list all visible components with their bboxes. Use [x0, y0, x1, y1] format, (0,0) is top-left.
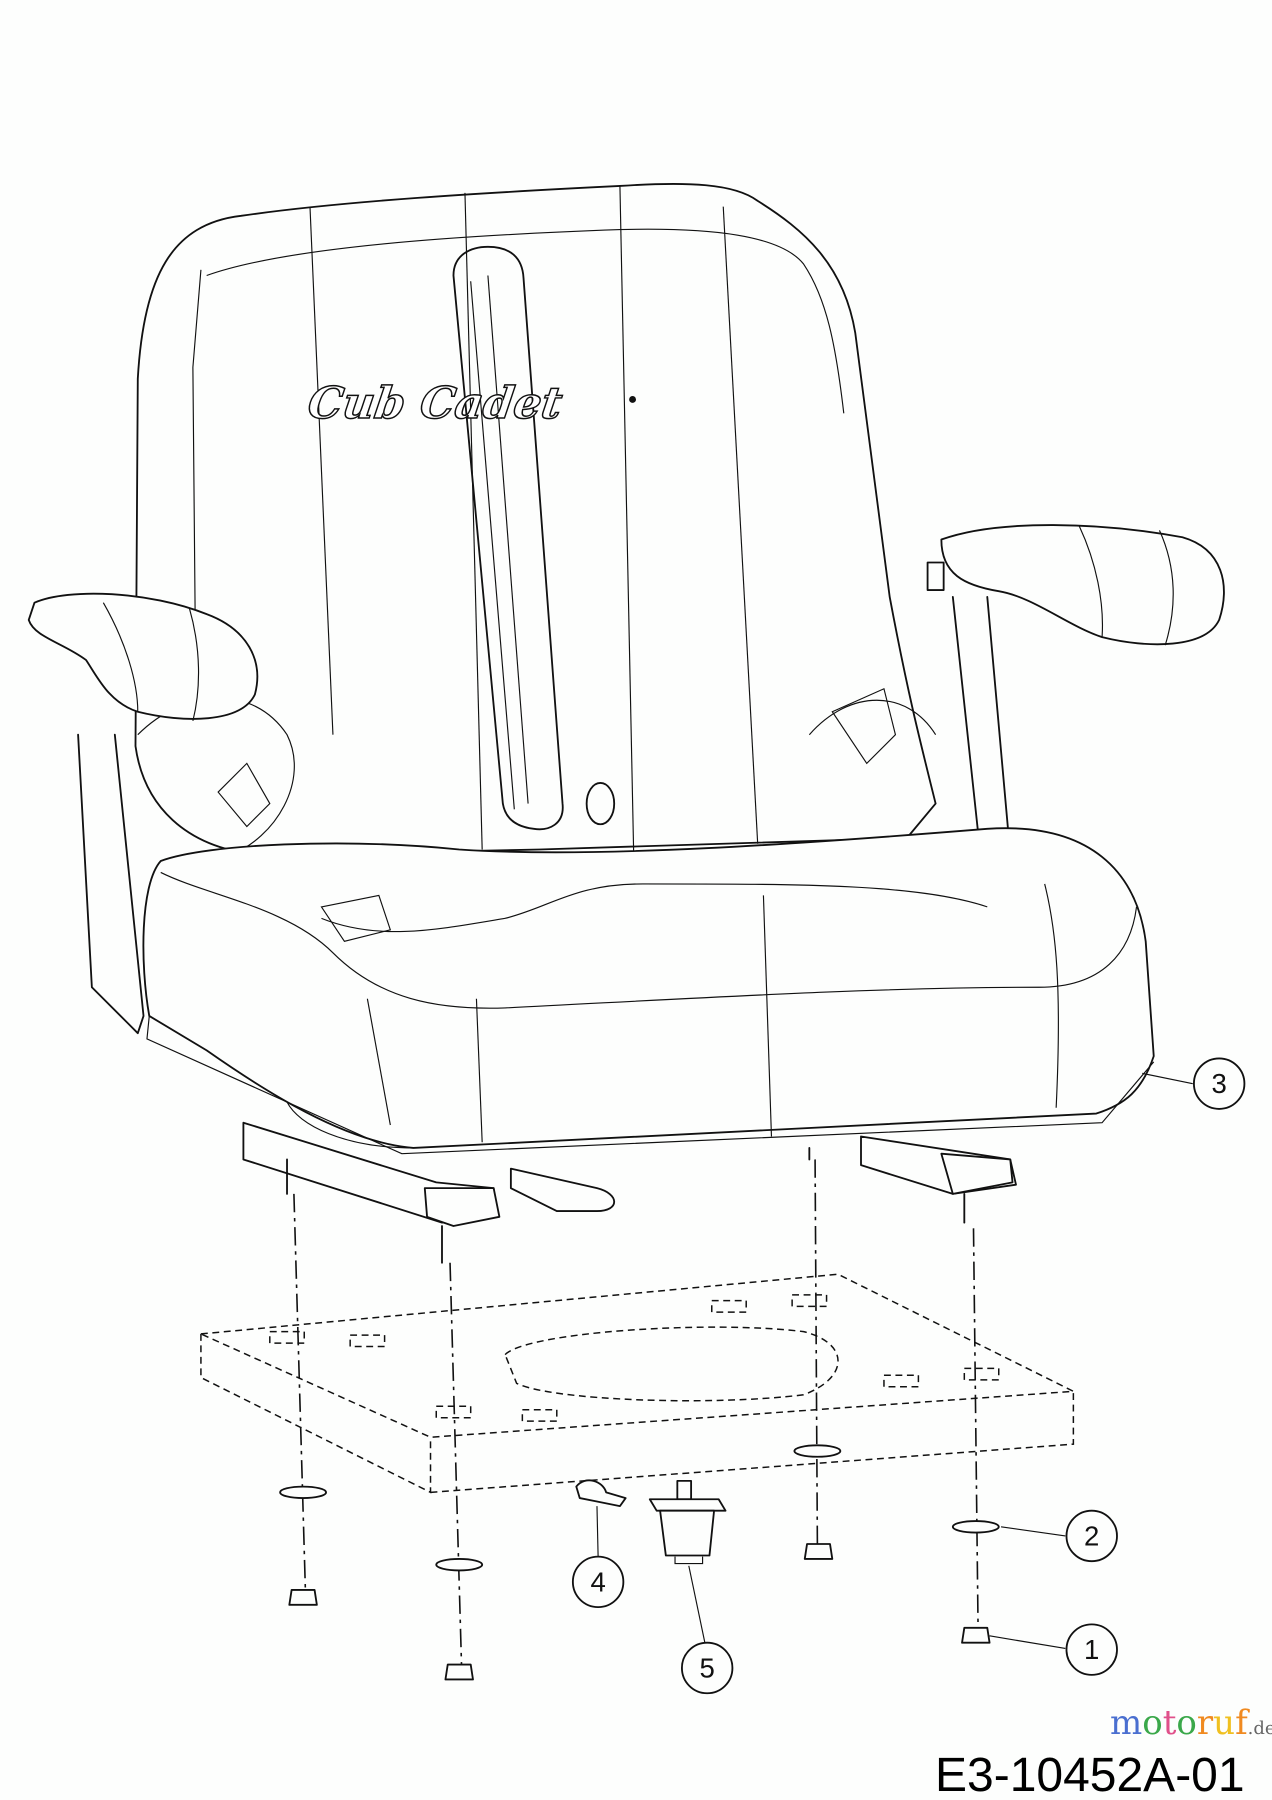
- callout-4: 4: [571, 1506, 625, 1609]
- watermark-logo: motoruf.de: [1110, 1703, 1272, 1743]
- svg-text:3: 3: [1211, 1068, 1226, 1099]
- callout-3: 3: [1142, 1057, 1246, 1110]
- svg-text:4: 4: [590, 1566, 605, 1597]
- assembly-centerlines: [293, 1159, 979, 1665]
- seat-backrest: Cub Cadet: [134, 183, 937, 857]
- mounting-plate: [198, 1273, 1077, 1494]
- svg-text:1: 1: [1084, 1634, 1099, 1665]
- callout-1: 1: [989, 1623, 1118, 1676]
- drawing-number: E3-10452A-01: [935, 1749, 1245, 1800]
- svg-text:2: 2: [1084, 1520, 1099, 1551]
- hardware: [279, 1444, 1000, 1681]
- callout-2: 2: [1000, 1509, 1118, 1563]
- left-armrest: [27, 592, 259, 1035]
- seat-cushion: [142, 827, 1155, 1155]
- right-armrest: [926, 524, 1225, 920]
- brand-logo: Cub Cadet: [305, 378, 566, 429]
- callout-5: 5: [681, 1565, 734, 1695]
- svg-text:5: 5: [700, 1652, 715, 1683]
- seat-rails: [242, 1121, 1017, 1264]
